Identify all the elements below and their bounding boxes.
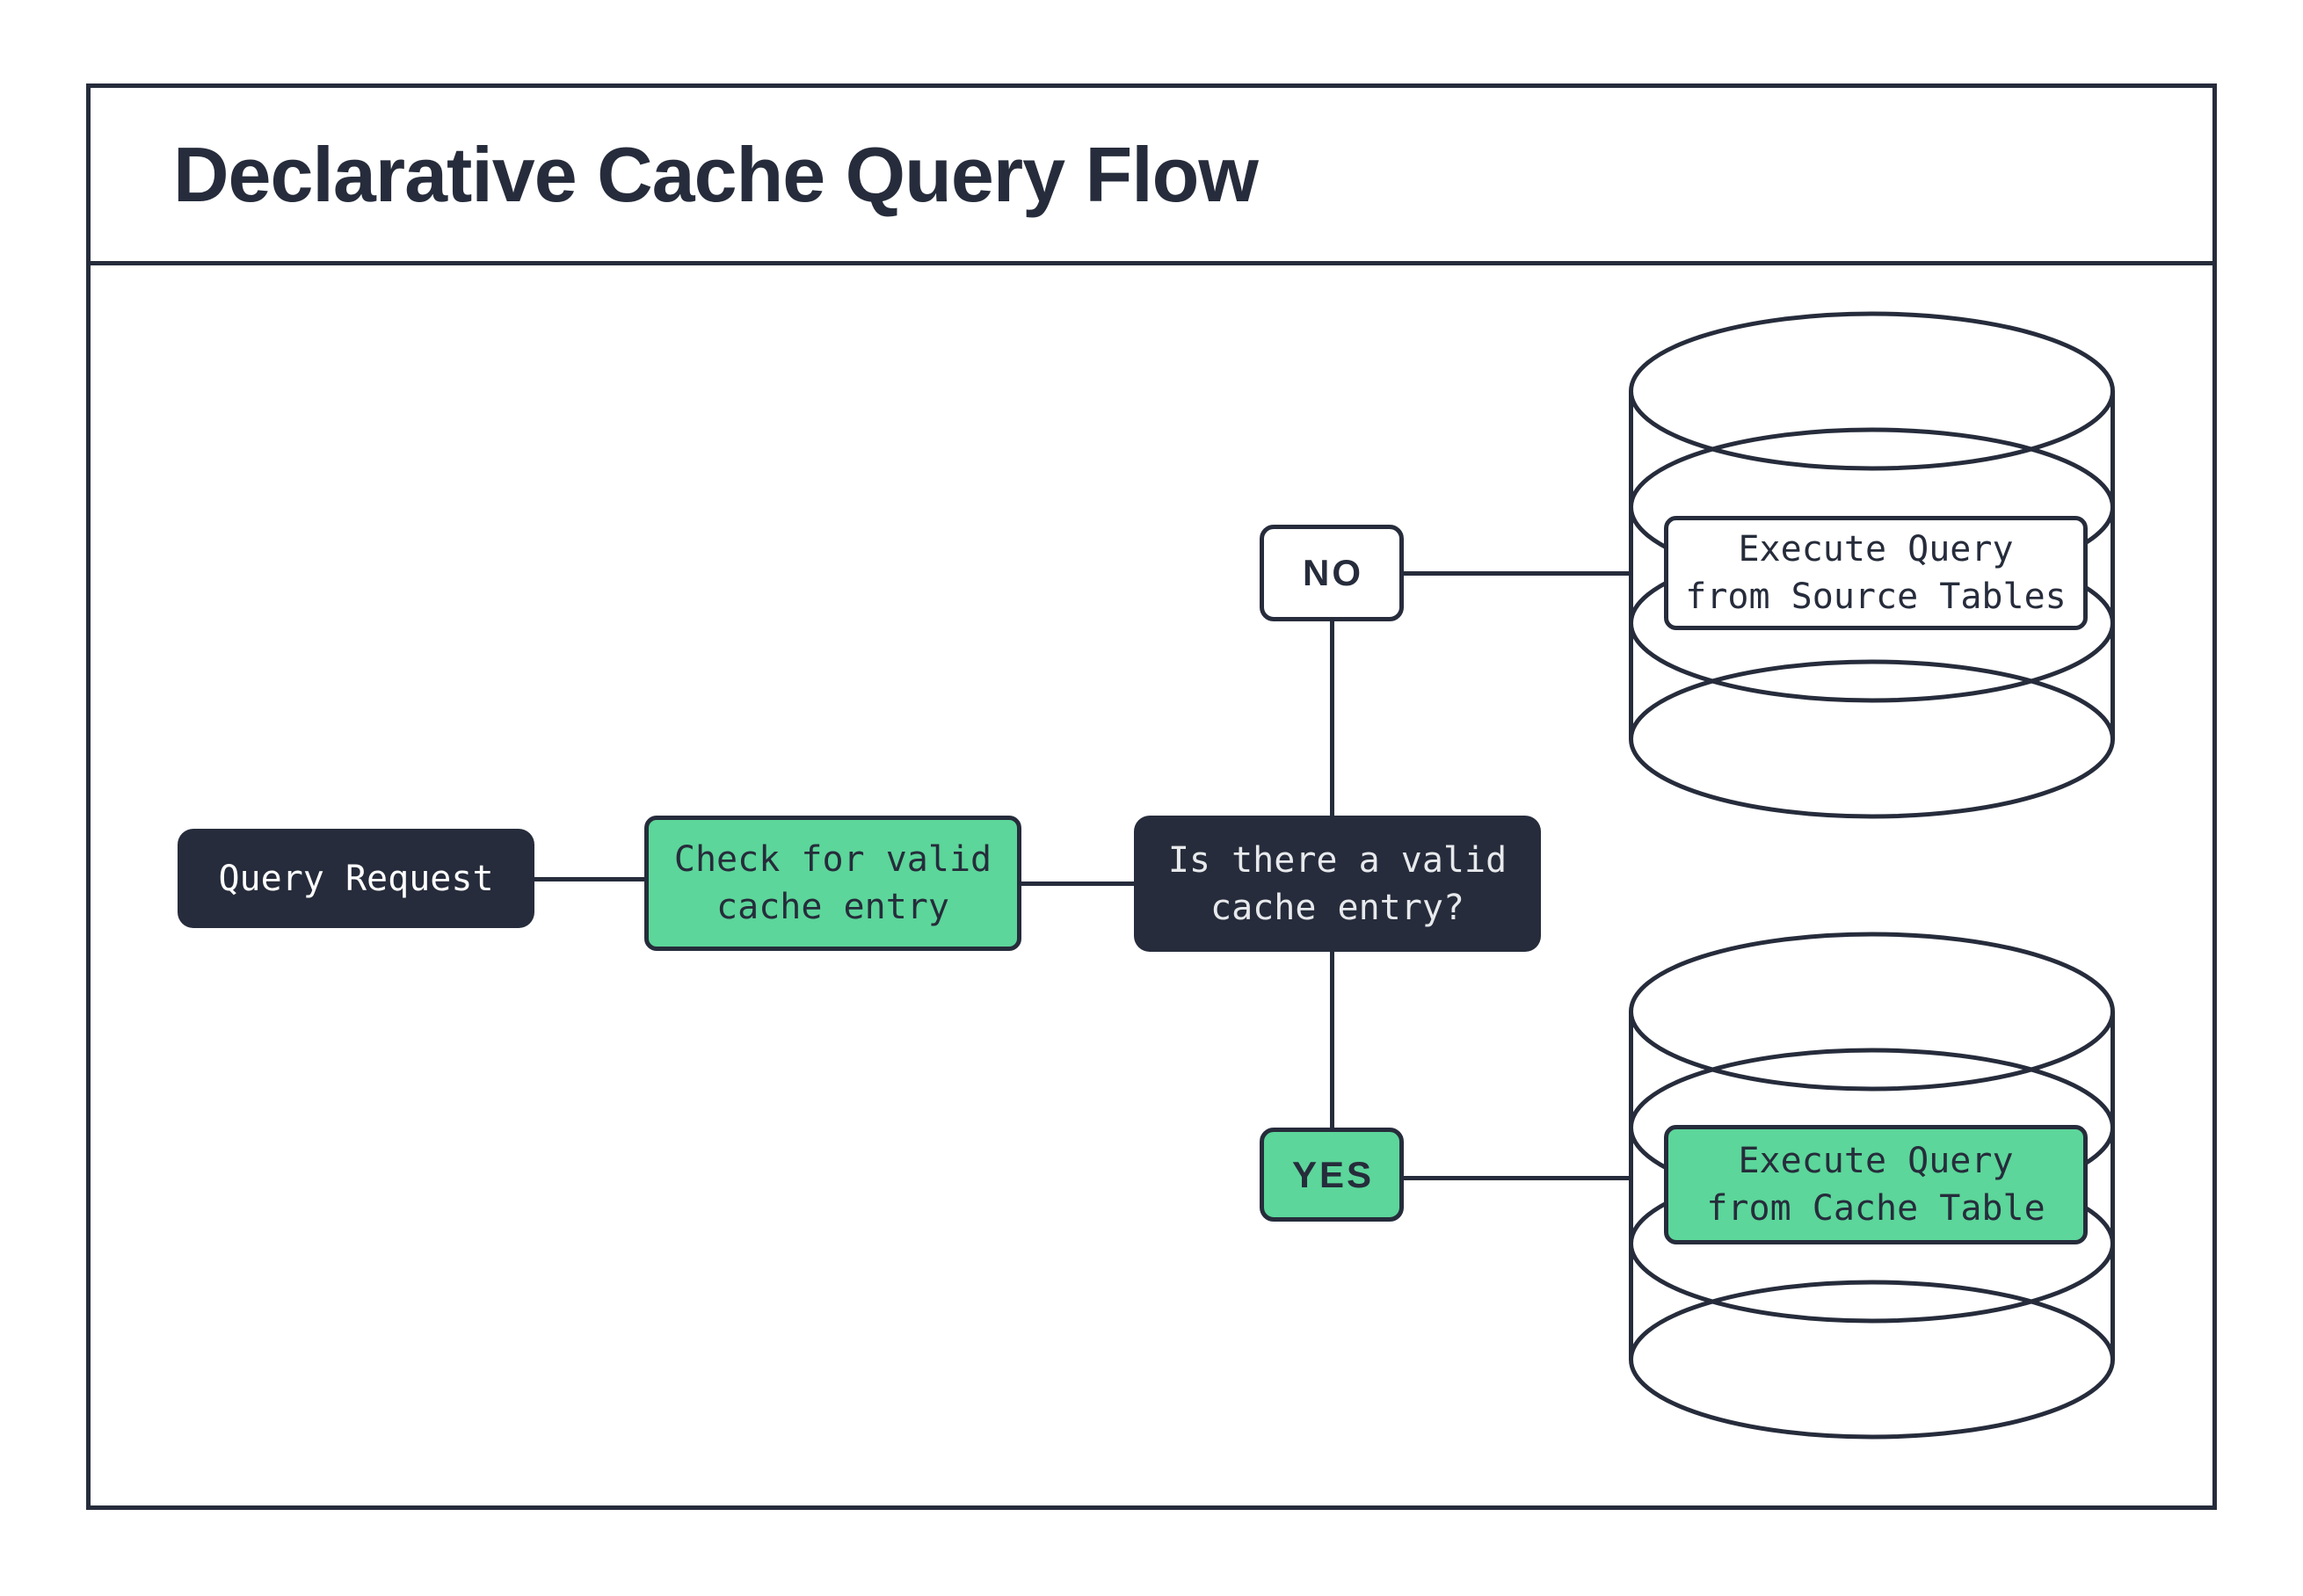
connector-yes-to-cache-db bbox=[1404, 1176, 1631, 1180]
connector-query-to-check bbox=[534, 877, 644, 881]
node-query-request: Query Request bbox=[178, 829, 534, 928]
node-check-cache: Check for valid cache entry bbox=[644, 816, 1021, 951]
branch-label-yes: YES bbox=[1260, 1128, 1404, 1222]
connector-no-to-source-db bbox=[1404, 571, 1631, 576]
database-cylinder-icon-cache bbox=[1629, 932, 2115, 1440]
node-decision-valid-cache: Is there a valid cache entry? bbox=[1134, 816, 1541, 952]
node-execute-query-source-tables: Execute Query from Source Tables bbox=[1664, 516, 2088, 630]
node-execute-query-cache-table: Execute Query from Cache Table bbox=[1664, 1125, 2088, 1244]
title-bar: Declarative Cache Query Flow bbox=[91, 88, 2212, 265]
connector-decision-to-no bbox=[1330, 621, 1334, 816]
connector-check-to-decision bbox=[1021, 881, 1134, 886]
diagram-frame: Declarative Cache Query Flow bbox=[86, 83, 2217, 1510]
connector-decision-to-yes bbox=[1330, 952, 1334, 1128]
page-title: Declarative Cache Query Flow bbox=[173, 130, 1259, 218]
branch-label-no: NO bbox=[1260, 525, 1404, 621]
